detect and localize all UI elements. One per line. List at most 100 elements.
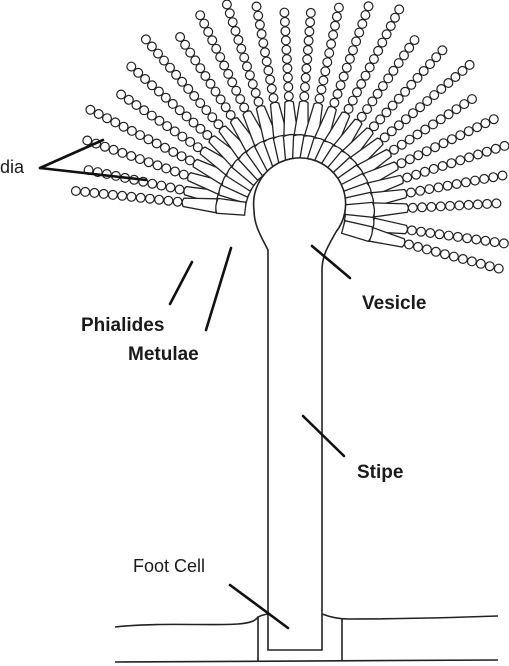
- conidium: [166, 183, 175, 192]
- conidium: [281, 27, 290, 36]
- conidium: [140, 106, 149, 115]
- conidium: [494, 264, 503, 273]
- conidium: [175, 185, 184, 194]
- conidium: [153, 161, 162, 170]
- conidium: [370, 55, 379, 64]
- conidium: [211, 87, 220, 96]
- conidium: [408, 203, 417, 212]
- conidium: [228, 78, 237, 87]
- conidium: [186, 48, 195, 57]
- conidium: [254, 11, 263, 20]
- conidium: [81, 188, 90, 197]
- conidium: [406, 155, 415, 164]
- conidium: [216, 95, 225, 104]
- conidium: [127, 192, 136, 201]
- conidium: [346, 55, 355, 64]
- conidium: [403, 173, 412, 182]
- conidium: [327, 40, 336, 49]
- conidium: [267, 84, 276, 93]
- conidium: [251, 89, 260, 98]
- conidium: [154, 49, 163, 58]
- conidium: [405, 135, 414, 144]
- conidium: [410, 36, 419, 45]
- conidium: [397, 140, 406, 149]
- conidium: [146, 194, 155, 203]
- conidium: [225, 9, 234, 18]
- conidium: [444, 110, 453, 119]
- conidium: [231, 27, 240, 36]
- stipe-label: Stipe: [357, 462, 403, 483]
- conidium: [459, 255, 468, 264]
- conidium: [118, 191, 127, 200]
- conidium: [421, 125, 430, 134]
- phialides-leader-line: [170, 262, 192, 304]
- conidium: [455, 201, 464, 210]
- conidium: [228, 18, 237, 27]
- conidium: [395, 5, 404, 14]
- conidia-label: dia: [0, 157, 25, 177]
- conidium: [482, 147, 491, 156]
- conidium: [176, 33, 185, 42]
- conidium: [325, 49, 334, 58]
- conidium: [364, 2, 373, 11]
- conidium: [90, 189, 99, 198]
- conidium: [500, 239, 509, 248]
- conidium: [181, 40, 190, 49]
- conidium: [355, 28, 364, 37]
- conidium: [162, 164, 171, 173]
- conidium: [257, 30, 266, 39]
- conidium: [72, 187, 81, 196]
- conidium: [405, 43, 414, 52]
- conidium: [422, 147, 431, 156]
- conidium: [261, 48, 270, 57]
- phialides-label: Phialides: [81, 315, 164, 336]
- conidium: [483, 200, 492, 209]
- conidium: [223, 0, 232, 9]
- conidium: [240, 53, 249, 62]
- conidium: [436, 115, 445, 124]
- conidium: [200, 19, 209, 28]
- conidium: [201, 72, 210, 81]
- conidium: [432, 247, 441, 256]
- vesicle-stipe-outline: [254, 158, 346, 650]
- conidium: [451, 73, 460, 82]
- conidium: [465, 61, 474, 70]
- conidium: [363, 105, 372, 114]
- conidium: [315, 94, 324, 103]
- conidium: [413, 130, 422, 139]
- conidium: [237, 44, 246, 53]
- conidium: [282, 36, 291, 45]
- conidium: [407, 188, 416, 197]
- conidium: [394, 59, 403, 68]
- conidium: [216, 53, 225, 62]
- conidium: [353, 88, 362, 97]
- conidium: [304, 36, 313, 45]
- conidium: [136, 193, 145, 202]
- conidium: [444, 231, 453, 240]
- conidium: [342, 63, 351, 72]
- conidium: [416, 103, 425, 112]
- conidium: [94, 110, 103, 119]
- conidium: [438, 162, 447, 171]
- foot-cell-label: Foot Cell: [133, 556, 205, 576]
- conidium: [335, 3, 344, 12]
- conidium: [357, 80, 366, 89]
- conidium: [306, 9, 315, 18]
- conidium: [365, 63, 374, 72]
- conidium: [124, 95, 133, 104]
- conidium: [144, 158, 153, 167]
- conidium: [252, 2, 261, 11]
- conidium: [136, 155, 145, 164]
- conidium: [317, 85, 326, 94]
- conidium: [196, 64, 205, 73]
- conidium: [378, 38, 387, 47]
- conidium: [144, 135, 153, 144]
- conidium: [186, 138, 195, 147]
- conidium: [179, 170, 188, 179]
- conidium: [439, 139, 448, 148]
- conidium: [127, 126, 136, 135]
- conidium: [184, 85, 193, 94]
- conidium: [412, 170, 421, 179]
- conidium: [471, 176, 480, 185]
- conidium: [256, 20, 265, 29]
